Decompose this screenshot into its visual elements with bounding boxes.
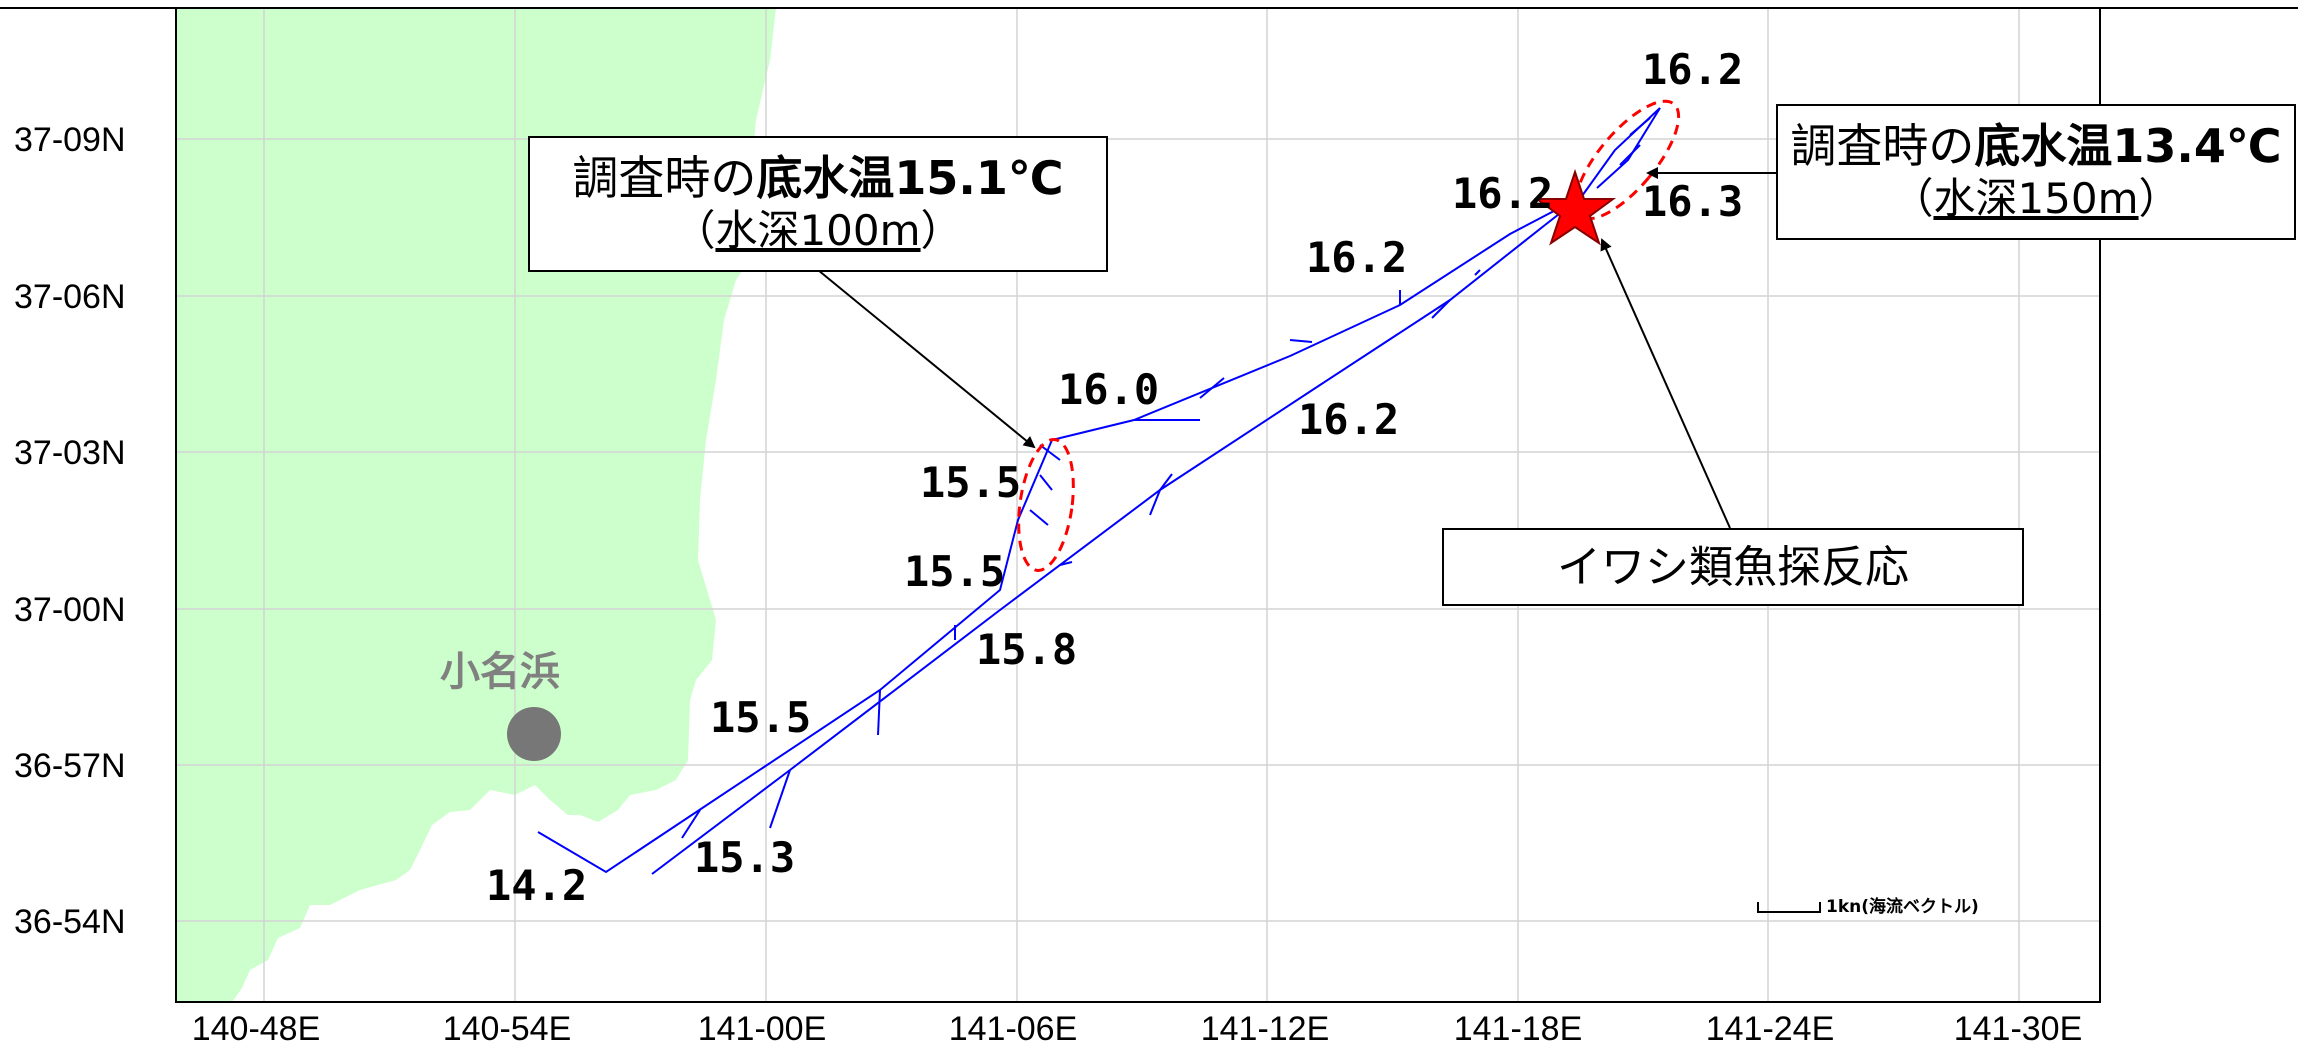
temp-label: 15.5 <box>920 458 1021 507</box>
callout-left-value: 15.1℃ <box>894 151 1064 205</box>
x-axis-labels: 140-48E 140-54E 141-00E 141-06E 141-12E … <box>192 1010 2083 1048</box>
callout-right-open: （ <box>1891 174 1934 223</box>
star-marker <box>1533 168 1617 246</box>
y-label: 37-09N <box>14 121 126 159</box>
x-label: 141-24E <box>1706 1010 1835 1048</box>
callout-right-close: ） <box>2138 174 2181 223</box>
callout-left-prefix: 調査時の <box>572 151 757 205</box>
callout-right: 調査時の底水温13.4℃ （水深150m） <box>1776 104 2296 240</box>
x-label: 141-12E <box>1201 1010 1330 1048</box>
callout-fish: イワシ類魚探反応 <box>1442 528 2024 606</box>
y-label: 36-57N <box>14 747 126 785</box>
temp-label: 16.3 <box>1642 177 1743 226</box>
temp-label: 15.3 <box>694 833 795 882</box>
callout-right-depth: 水深150m <box>1933 174 2139 223</box>
onahama-marker <box>507 707 561 761</box>
callout-left-close: ） <box>920 206 963 255</box>
temp-label: 14.2 <box>486 861 587 910</box>
temp-label: 16.2 <box>1452 169 1553 218</box>
temp-label: 15.8 <box>976 625 1077 674</box>
temp-label: 16.2 <box>1298 395 1399 444</box>
temp-label: 16.0 <box>1058 365 1159 414</box>
callout-right-value: 13.4℃ <box>2112 119 2282 173</box>
callout-arrows <box>817 167 1778 529</box>
x-label: 141-06E <box>949 1010 1078 1048</box>
y-axis-labels: 37-09N 37-06N 37-03N 37-00N 36-57N 36-54… <box>14 121 126 941</box>
grid-lines <box>176 8 2100 1002</box>
callout-left-open: （ <box>673 206 716 255</box>
y-label: 37-03N <box>14 434 126 472</box>
x-label: 140-54E <box>443 1010 572 1048</box>
y-label: 37-00N <box>14 591 126 629</box>
x-label: 141-30E <box>1954 1010 2083 1048</box>
callout-left: 調査時の底水温15.1℃ （水深100m） <box>528 136 1108 272</box>
temp-label: 16.2 <box>1306 233 1407 282</box>
temp-label: 15.5 <box>904 547 1005 596</box>
scale-bar: 1kn(海流ベクトル) <box>1757 896 1979 917</box>
x-label: 141-18E <box>1454 1010 1583 1048</box>
y-label: 36-54N <box>14 903 126 941</box>
temp-label: 16.2 <box>1642 45 1743 94</box>
callout-right-prefix: 調査時の <box>1790 119 1975 173</box>
x-label: 141-00E <box>698 1010 827 1048</box>
temp-label: 15.5 <box>710 693 811 742</box>
x-label: 140-48E <box>192 1010 321 1048</box>
scale-label: 1kn(海流ベクトル) <box>1826 896 1979 917</box>
callout-left-bold: 底水温 <box>756 151 895 205</box>
y-label: 37-06N <box>14 278 126 316</box>
dive-zone-left <box>1017 438 1075 572</box>
temperature-labels: 14.2 15.3 15.5 15.8 15.5 15.5 16.0 16.2 … <box>486 45 1743 910</box>
map-frame <box>175 7 2101 1003</box>
callout-right-bold: 底水温 <box>1974 119 2113 173</box>
onahama-label: 小名浜 <box>440 649 560 695</box>
callout-left-depth: 水深100m <box>715 206 921 255</box>
